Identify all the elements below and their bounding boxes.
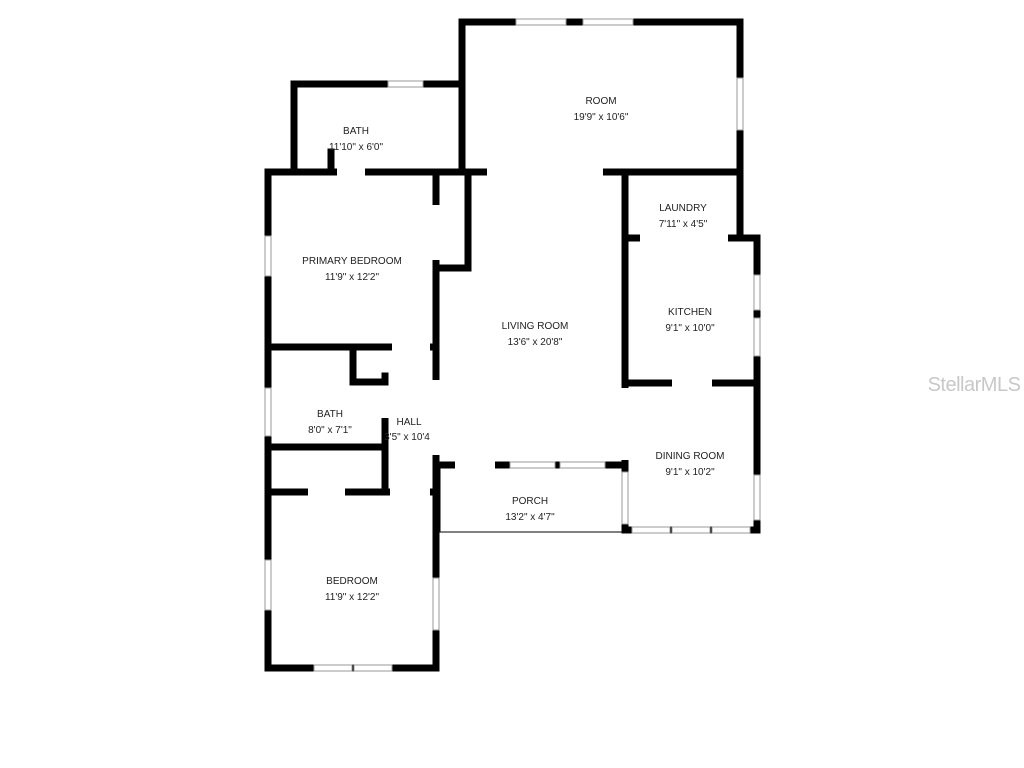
room-name: KITCHEN [668,307,712,318]
room-dims: 11'9" x 12'2" [325,272,380,283]
room-labels: ROOM 19'9" x 10'6" BATH 11'10" x 6'0" PR… [302,96,724,603]
doors [308,167,728,497]
room-dims: 13'6" x 20'8" [508,337,563,348]
room-name: ROOM [585,96,616,107]
room-name: BATH [343,126,369,137]
room-name: PORCH [512,496,548,507]
room-name: BATH [317,409,343,420]
room-dims: 11'10" x 6'0" [329,142,384,153]
room-dims: 11'9" x 12'2" [325,592,380,603]
room-dims: 19'9" x 10'6" [574,112,629,123]
room-dims: 7'11" x 4'5" [659,219,708,230]
room-dims: 13'2" x 4'7" [505,512,555,523]
porch-outline [439,468,625,533]
room-name: LAUNDRY [659,203,707,214]
room-dims: 8'0" x 7'1" [308,425,352,436]
windows [264,18,761,672]
room-name: BEDROOM [326,576,378,587]
room-dims: 9'1" x 10'2" [665,467,715,478]
room-name: HALL [396,417,421,428]
room-dims: 9'1" x 10'0" [665,323,715,334]
room-name: PRIMARY BEDROOM [302,256,402,267]
room-name: LIVING ROOM [502,321,569,332]
watermark: StellarMLS [928,374,1021,396]
room-dims: 3'5" x 10'4 [384,432,430,443]
room-name: DINING ROOM [656,451,725,462]
